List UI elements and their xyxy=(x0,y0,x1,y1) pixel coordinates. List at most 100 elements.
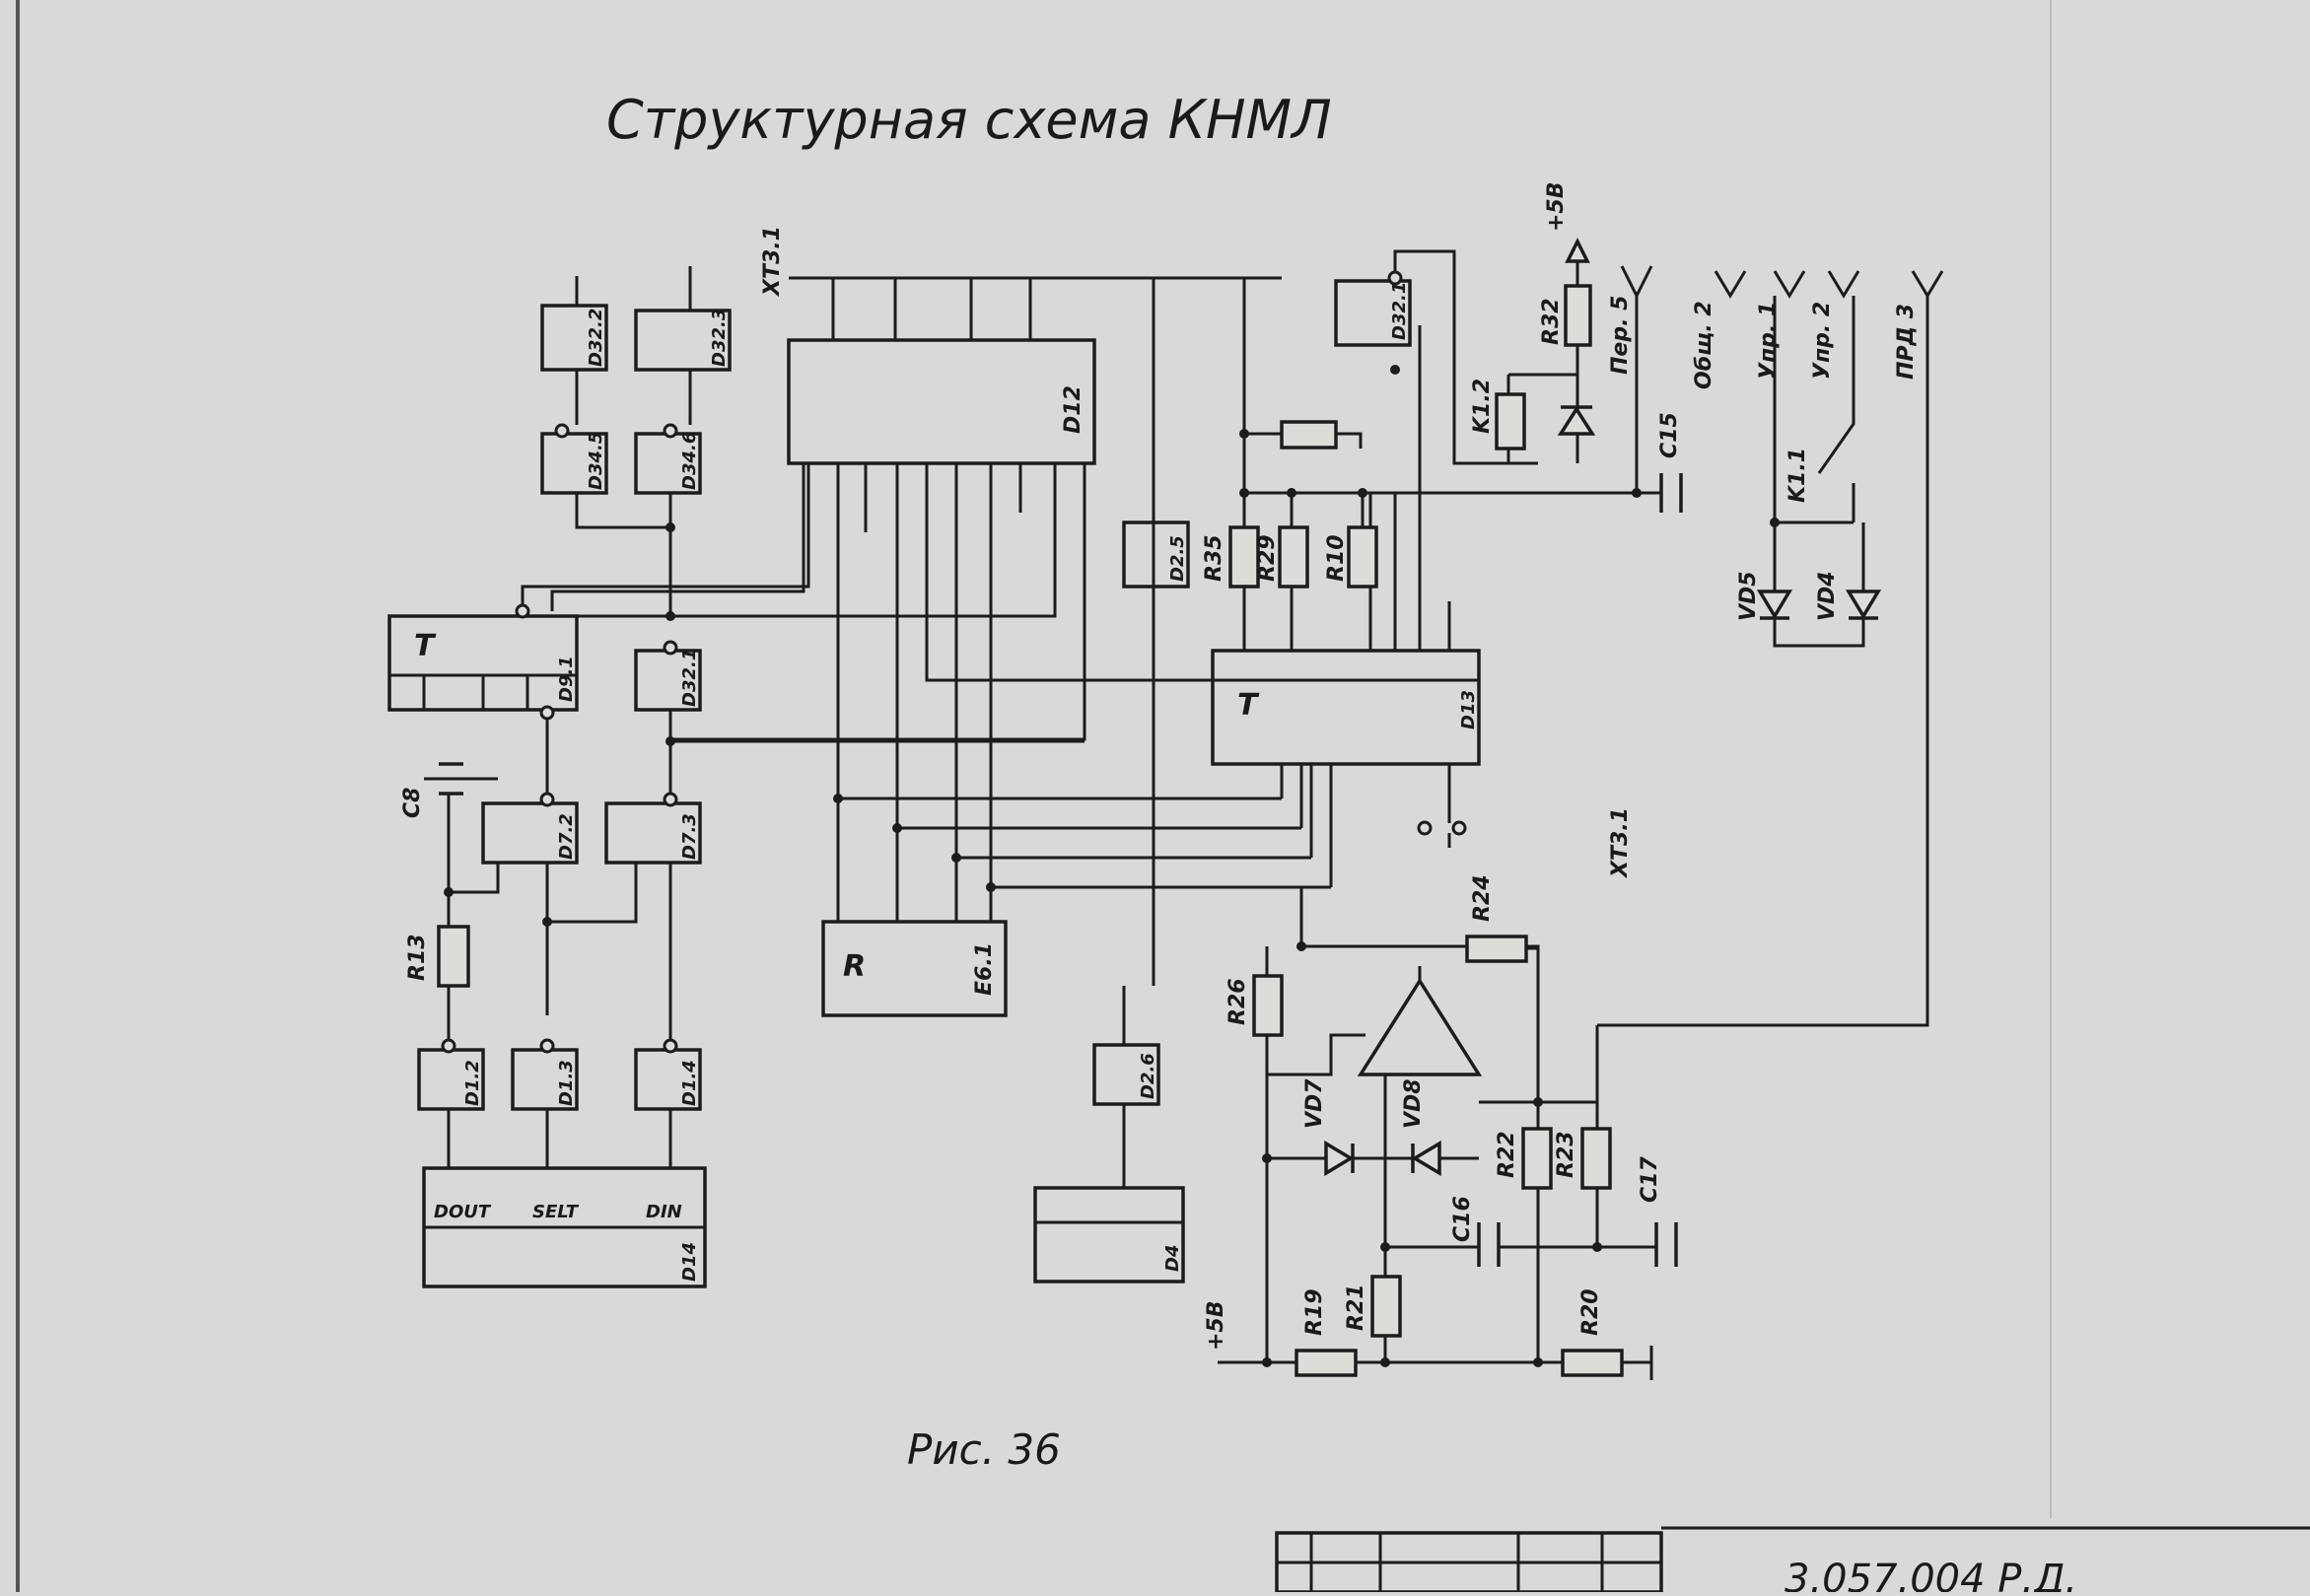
svg-text:R24: R24 xyxy=(1470,874,1495,922)
label-plus5v-bottom: +5В xyxy=(1204,1300,1228,1351)
svg-text:D32.1: D32.1 xyxy=(1389,282,1410,340)
signal-selt: SELT xyxy=(532,1202,580,1222)
wire-vd7-vd8 xyxy=(1265,1075,1479,1360)
capacitor-c15: C15 xyxy=(1635,296,1683,513)
gate-d32-2: D32.2 xyxy=(540,304,608,372)
wire-d9-top xyxy=(521,463,810,605)
gate-d7-2: D7.2 xyxy=(481,792,579,865)
svg-text:R20: R20 xyxy=(1578,1288,1603,1336)
svg-text:R21: R21 xyxy=(1344,1284,1368,1331)
resistor-r29: R29 xyxy=(1255,525,1309,589)
label-xt31: ХТ3.1 xyxy=(760,226,785,298)
gate-d32-3: D32.3 xyxy=(634,309,732,372)
wire-comparator xyxy=(1265,887,1540,1076)
wire-d32-02 xyxy=(552,513,1057,618)
resistor-r19: R19 xyxy=(1295,1288,1358,1377)
svg-text:R29: R29 xyxy=(1255,534,1280,582)
resistor-r21: R21 xyxy=(1344,1275,1402,1338)
gate-d34-6: D34.6 xyxy=(634,423,702,495)
svg-text:R35: R35 xyxy=(1202,534,1226,582)
diode-relay xyxy=(1557,405,1596,436)
resistor-r35: R35 xyxy=(1202,525,1260,589)
svg-text:D12: D12 xyxy=(1061,385,1085,434)
label-plus5v-top: +5В xyxy=(1544,181,1569,232)
chip-d12: D12 xyxy=(787,338,1096,465)
wire-pullups xyxy=(1244,432,1637,527)
gate-d1-3: D1.3 xyxy=(511,1038,579,1111)
signal-per5: Пер. 5 xyxy=(1608,296,1633,375)
buffer-d2-6: D2.6 xyxy=(1092,1043,1160,1106)
gate-d1-4: D1.4 xyxy=(634,1038,702,1111)
svg-text:D34.5: D34.5 xyxy=(586,432,606,490)
wire-d13-top xyxy=(1242,325,1451,651)
signal-prd3: ПРД 3 xyxy=(1894,304,1919,380)
signal-upr2: Упр. 2 xyxy=(1810,302,1835,380)
terminal-19 xyxy=(1451,820,1467,836)
wire-r22-r23 xyxy=(1479,1025,1599,1360)
svg-text:D7.3: D7.3 xyxy=(679,813,700,860)
svg-text:VD5: VD5 xyxy=(1736,571,1761,621)
gate-d7-3: D7.3 xyxy=(604,792,702,865)
svg-text:R19: R19 xyxy=(1302,1288,1327,1336)
svg-text:VD7: VD7 xyxy=(1302,1078,1327,1129)
svg-text:D2.6: D2.6 xyxy=(1138,1053,1158,1099)
chip-d13: T D13 xyxy=(1211,649,1481,766)
resistor-r13: R13 xyxy=(405,925,470,988)
flipflop-d9-1: T D9.1 xyxy=(387,603,579,721)
svg-text:D4: D4 xyxy=(1162,1245,1183,1272)
document-code: 3.057.004 Р.Д. xyxy=(1785,1557,2077,1592)
resistor-r20: R20 xyxy=(1561,1288,1624,1377)
svg-text:T: T xyxy=(1237,688,1260,723)
relay-k1-2: K1.2 xyxy=(1470,379,1526,451)
signal-upr1: Упр. 1 xyxy=(1756,302,1781,380)
svg-text:VD4: VD4 xyxy=(1815,571,1840,621)
wire-d32-1-out xyxy=(668,710,1085,794)
schematic-title: Структурная схема КНМЛ xyxy=(606,89,1332,151)
resistor-top xyxy=(1280,420,1338,450)
resistor-r10: R10 xyxy=(1324,525,1378,589)
svg-text:R23: R23 xyxy=(1554,1131,1578,1178)
junction-dots xyxy=(444,365,1780,1367)
wire-d13-bottom xyxy=(1280,764,1333,887)
svg-text:R26: R26 xyxy=(1225,978,1250,1025)
wire-relay xyxy=(1393,249,1538,465)
svg-text:R32: R32 xyxy=(1539,298,1564,345)
svg-text:D13: D13 xyxy=(1458,690,1479,729)
signal-din: DIN xyxy=(646,1202,682,1222)
svg-text:D32.1: D32.1 xyxy=(679,649,700,707)
svg-text:C15: C15 xyxy=(1657,412,1682,458)
diode-vd8: VD8 xyxy=(1401,1078,1441,1177)
antennas-right xyxy=(1714,270,1944,299)
buffer-d2-5: D2.5 xyxy=(1122,520,1190,589)
wire-r24 xyxy=(1420,944,1540,1102)
chip-d14: DOUT SELT DIN D14 xyxy=(422,1166,707,1288)
svg-text:D32.3: D32.3 xyxy=(709,309,730,367)
svg-text:R10: R10 xyxy=(1324,534,1349,582)
resistor-r22: R22 xyxy=(1495,1127,1553,1190)
svg-text:T: T xyxy=(414,629,437,663)
svg-text:C17: C17 xyxy=(1638,1156,1662,1203)
signal-dout: DOUT xyxy=(434,1202,492,1222)
comparator-d9 xyxy=(1357,977,1483,1076)
svg-text:D1.3: D1.3 xyxy=(556,1060,577,1106)
d12-inputs xyxy=(831,278,1032,340)
svg-text:K1.2: K1.2 xyxy=(1470,379,1495,434)
resistor-r26: R26 xyxy=(1225,974,1284,1037)
svg-text:C16: C16 xyxy=(1450,1196,1475,1242)
svg-text:D1.2: D1.2 xyxy=(462,1060,483,1106)
gate-d32-1: D32.1 xyxy=(634,640,702,712)
svg-text:D2.5: D2.5 xyxy=(1167,535,1188,582)
capacitor-c17: C17 xyxy=(1638,1156,1678,1267)
resistor-r32: R32 xyxy=(1539,284,1592,347)
svg-text:VD8: VD8 xyxy=(1401,1078,1426,1129)
wire-d7-gates xyxy=(449,719,638,1015)
svg-text:C8: C8 xyxy=(400,788,425,818)
antenna-per5 xyxy=(1620,265,1653,300)
resistor-r24: R24 xyxy=(1465,874,1528,963)
label-xt3-1b: ХТ3.1 xyxy=(1608,807,1633,879)
top-left-wires xyxy=(575,266,692,616)
svg-text:D1.4: D1.4 xyxy=(679,1060,700,1106)
chip-d4: D4 xyxy=(1033,1186,1185,1284)
